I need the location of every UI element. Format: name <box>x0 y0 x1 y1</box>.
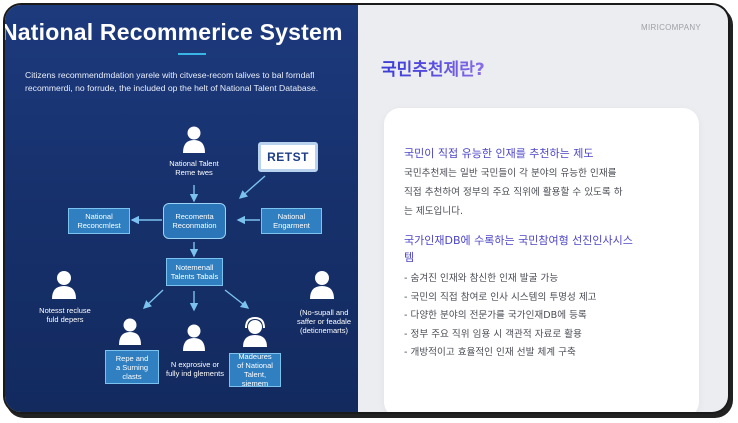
node-talents: Notemenall Talents Tabals <box>166 258 223 286</box>
node-box-left: Repe and a Surning clasts <box>105 350 159 384</box>
person-icon <box>183 324 205 351</box>
person-icon <box>183 126 205 153</box>
card-subtitle: 국민이 직접 유능한 인재를 추천하는 제도 <box>404 147 594 160</box>
title-underline <box>178 53 206 55</box>
description-line: recommerdi, no forrude, the included op … <box>25 83 319 93</box>
list-item: - 다양한 분야의 전문가를 국가인재DB에 등록 <box>404 310 587 321</box>
list-item: - 숨겨진 인재와 참신한 인재 발굴 가능 <box>404 273 559 284</box>
person-label-left: Notesst recluse fuld depers <box>39 306 91 324</box>
node-center: Recomenta Reconmation <box>163 203 226 239</box>
card-body: 국민추천제는 일반 국민들이 각 분야의 유능한 인재를 직접 추천하여 정부의… <box>404 164 694 221</box>
body-line: 국민추천제는 일반 국민들이 각 분야의 유능한 인재를 <box>404 168 617 179</box>
brand-label: MIRICOMPANY <box>641 23 702 32</box>
node-national-left: National Reconcmlest <box>68 208 130 234</box>
list-item: - 국민의 직접 참여로 인사 시스템의 투명성 제고 <box>404 291 597 303</box>
person-label-right: (No-supall and saffer or feadale (deticn… <box>296 308 352 335</box>
person-icon <box>52 271 76 299</box>
list-item: - 개방적이고 효율적인 인재 선발 체계 구축 <box>404 347 576 358</box>
card-subtitle-2: 국가인재DB에 수록하는 국민참여형 선진인사시스 템 <box>404 234 633 264</box>
page-heading: 국민추천제란? <box>381 55 485 80</box>
info-card <box>384 108 699 412</box>
person-label-bottom: N exprosive or fully ind glements <box>166 360 224 378</box>
body-line: 는 제도입니다. <box>404 206 464 217</box>
person-label-top: National Talent Reme twes <box>169 159 219 177</box>
infographic-description: Citizens recommendmdation yarele with ci… <box>25 69 358 95</box>
infographic-panel: National Recommerice System Citizens rec… <box>5 5 358 412</box>
slide: National Recommerice System Citizens rec… <box>5 5 728 412</box>
node-box-right: Madeures of National Talent, siemem <box>229 352 281 388</box>
node-national-right: National Engarment <box>261 208 322 234</box>
body-line: 직접 추천하여 정부의 주요 직위에 활용할 수 있도록 하 <box>404 187 623 198</box>
flow-arrows <box>130 175 266 312</box>
person-icon <box>310 271 334 299</box>
infographic-title: National Recommerice System <box>5 19 343 45</box>
list-item: - 정부 주요 직위 임용 시 객관적 자료로 활용 <box>404 328 582 340</box>
support-agent-icon <box>243 317 267 347</box>
retst-badge: RETST <box>258 142 318 172</box>
benefit-list: - 숨겨진 인재와 참신한 인재 발굴 가능 - 국민의 직접 참여로 인사 시… <box>404 270 597 363</box>
person-icon <box>119 318 141 345</box>
description-line: Citizens recommendmdation yarele with ci… <box>25 70 315 80</box>
